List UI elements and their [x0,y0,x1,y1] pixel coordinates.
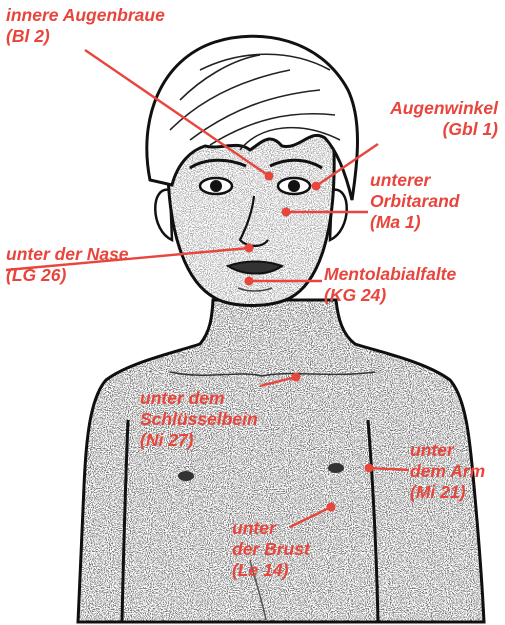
label-kg24: Mentolabialfalte (KG 24) [324,264,456,306]
label-line: der Brust [232,539,310,560]
right-pupil [288,180,300,192]
left-nipple [178,471,194,481]
label-code: (LG 26) [6,265,129,286]
label-code: (Ni 27) [140,430,258,451]
label-code: (Bl 2) [6,26,165,47]
label-bl2: innere Augenbraue (Bl 2) [6,5,165,47]
label-line: Schlüsselbein [140,409,258,430]
label-ma1: unterer Orbitarand (Ma 1) [370,170,459,233]
right-nipple [328,463,344,473]
label-gbl1: Augenwinkel (Gbl 1) [390,98,498,140]
label-line: Mentolabialfalte [324,264,456,285]
label-line: Orbitarand [370,191,459,212]
label-lg26: unter der Nase (LG 26) [6,244,129,286]
point-marker [245,244,254,253]
label-code: (Ma 1) [370,212,459,233]
label-code: (Mi 21) [410,482,485,503]
point-marker [245,277,254,286]
point-marker [312,182,321,191]
point-marker [327,503,336,512]
point-marker [292,373,301,382]
label-line: dem Arm [410,461,485,482]
label-line: unter [410,440,485,461]
label-mi21: unter dem Arm (Mi 21) [410,440,485,503]
point-marker [365,464,374,473]
label-line: unter dem [140,388,258,409]
label-line: unter [232,518,310,539]
label-line: unter der Nase [6,244,129,265]
point-marker [265,172,274,181]
label-le14: unter der Brust (Le 14) [232,518,310,581]
label-line: Augenwinkel [390,98,498,119]
label-code: (KG 24) [324,285,456,306]
label-code: (Gbl 1) [390,119,498,140]
left-pupil [210,180,222,192]
label-ni27: unter dem Schlüsselbein (Ni 27) [140,388,258,451]
point-marker [282,208,291,217]
label-code: (Le 14) [232,560,310,581]
label-line: unterer [370,170,459,191]
label-line: innere Augenbraue [6,5,165,26]
